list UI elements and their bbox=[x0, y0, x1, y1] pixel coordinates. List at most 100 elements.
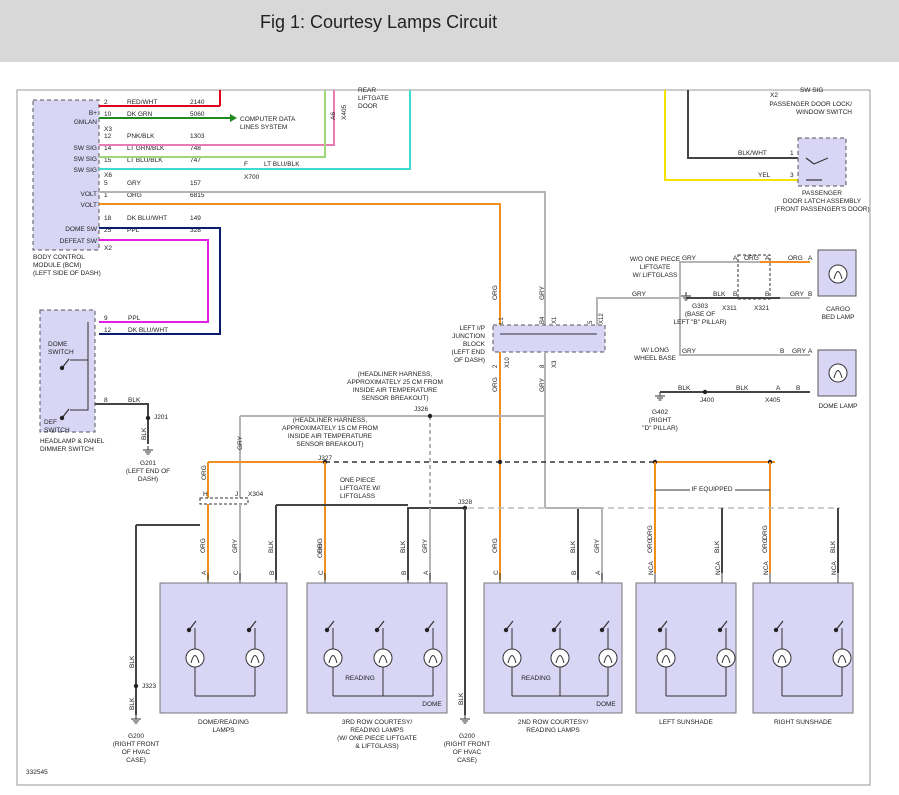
wire-lt-grn-blk bbox=[99, 90, 326, 158]
bcm-circuit-number: 748 bbox=[190, 145, 201, 152]
lamp-bulb-filament bbox=[250, 655, 260, 664]
connector-x405: X405 bbox=[341, 104, 348, 120]
jb-pin: 5 bbox=[588, 320, 594, 324]
lamp-wire-label: BLK bbox=[400, 540, 407, 553]
lamp-module bbox=[306, 582, 448, 714]
pin-b: B bbox=[780, 348, 784, 355]
lamp-bulb bbox=[832, 648, 852, 668]
bcm-label: MODULE (BCM) bbox=[33, 262, 81, 269]
g200-right-label: (RIGHT FRONT bbox=[444, 741, 490, 748]
j327-splice bbox=[497, 459, 503, 465]
pin-a: A bbox=[808, 348, 813, 355]
pin-j: J bbox=[235, 491, 238, 498]
org-label: ORG bbox=[788, 255, 803, 262]
bcm-label: BODY CONTROL bbox=[33, 254, 85, 261]
reading-label: READING bbox=[345, 675, 375, 682]
bcm-circuit-number: 6815 bbox=[190, 192, 205, 199]
lamp-bulb bbox=[323, 648, 343, 668]
wire-dk-blu-wht bbox=[99, 227, 221, 335]
wire-gry-157 bbox=[99, 191, 546, 325]
lamp-wire-label: BLK bbox=[714, 540, 721, 553]
connector-x3: X3 bbox=[104, 126, 112, 133]
dome-switch-label: SWITCH bbox=[48, 349, 74, 356]
lamp-module-title: & LIFTGLASS) bbox=[355, 743, 398, 750]
bcm-wire-color-label: DK BLU/WHT bbox=[127, 215, 167, 222]
jb-wire-gry: GRY bbox=[539, 377, 546, 392]
blk-label: BLK bbox=[458, 692, 465, 705]
connector-x6: X6 bbox=[104, 172, 112, 179]
lamp-bulb-filament bbox=[555, 655, 565, 664]
j327-label: J327 bbox=[318, 455, 332, 462]
lamp-module-title: 2ND ROW COURTESY/ bbox=[518, 719, 588, 726]
yel-label: YEL bbox=[758, 172, 771, 179]
dome-switch-contact bbox=[59, 365, 65, 371]
pin-b: B bbox=[765, 291, 769, 298]
harness-note-25: (HEADLINER HARNESS, bbox=[358, 371, 433, 378]
lamp-pin-label: A bbox=[595, 570, 602, 575]
bcm-label: (LEFT SIDE OF DASH) bbox=[33, 270, 101, 277]
lamp-wire-label: GRY bbox=[232, 538, 239, 553]
lamp-bulb-filament bbox=[721, 655, 731, 664]
dome-lamp-bulb bbox=[828, 363, 848, 383]
org-label: ORG bbox=[744, 255, 759, 262]
bcm-pin-name: VOLT bbox=[81, 202, 98, 209]
wire-ppl bbox=[99, 239, 209, 323]
gry-label: GRY bbox=[682, 348, 697, 355]
g303-label: (BASE OF bbox=[685, 311, 715, 318]
blk-label: BLK bbox=[713, 291, 726, 298]
hls-label: DIMMER SWITCH bbox=[40, 446, 94, 453]
gry-label: GRY bbox=[237, 435, 244, 450]
lamp-module-title: READING LAMPS bbox=[350, 727, 404, 734]
lamp-bulb-filament bbox=[603, 655, 613, 664]
harness-note-15: SENSOR BREAKOUT) bbox=[296, 441, 363, 448]
lamp-pin-label: B bbox=[401, 571, 408, 575]
latch-switch bbox=[805, 157, 815, 165]
hls-wire: DK BLU/WHT bbox=[128, 327, 168, 334]
j400-label: J400 bbox=[700, 397, 714, 404]
def-switch-contact bbox=[59, 415, 65, 421]
lamp-switch bbox=[324, 627, 330, 633]
g200-right-label: G200 bbox=[459, 733, 475, 740]
wire-gry-cargo bbox=[596, 297, 680, 325]
one-piece-label: ONE PIECE bbox=[340, 477, 376, 484]
harness-note-25: APPROXIMATELY 25 CM FROM bbox=[347, 379, 443, 386]
lamp-bulb bbox=[598, 648, 618, 668]
lamp-bulb bbox=[716, 648, 736, 668]
x321-label: X321 bbox=[754, 305, 770, 312]
hls-wire: BLK bbox=[128, 397, 141, 404]
lamp-wire-label: BLK bbox=[268, 540, 275, 553]
pin-a: A bbox=[808, 255, 813, 262]
figure-header: Fig 1: Courtesy Lamps Circuit bbox=[0, 0, 899, 62]
bcm-pin-name: DEFEAT SW bbox=[60, 238, 98, 245]
wire-org-6815 bbox=[99, 203, 501, 325]
bcm-pin-name: SW SIG bbox=[74, 167, 97, 174]
dome-lamp-label: DOME LAMP bbox=[818, 403, 857, 410]
lamp-wire-label: ORG bbox=[647, 538, 654, 553]
hls-pin: 12 bbox=[104, 327, 112, 334]
lamp-bulb bbox=[656, 648, 676, 668]
blk-label: BLK bbox=[678, 385, 691, 392]
g201-label: DASH) bbox=[138, 476, 158, 483]
j323-label: J323 bbox=[142, 683, 156, 690]
lamp-switch bbox=[503, 627, 509, 633]
connector-x2-passenger: X2 bbox=[770, 92, 778, 99]
bcm-wire-color-label: RED/WHT bbox=[127, 99, 157, 106]
blk-label: BLK bbox=[736, 385, 749, 392]
lamp-wire-label: ORG bbox=[492, 538, 499, 553]
cargo-lamp-label: BED LAMP bbox=[822, 314, 855, 321]
switch-line bbox=[70, 322, 89, 411]
g200-left-label: CASE) bbox=[126, 757, 146, 764]
latch-label: DOOR LATCH ASSEMBLY bbox=[783, 198, 862, 205]
cargo-lamp-label: CARGO bbox=[826, 306, 850, 313]
bcm-circuit-number: 328 bbox=[190, 227, 201, 234]
bcm-circuit-number: 747 bbox=[190, 157, 201, 164]
gry-label: GRY bbox=[792, 348, 807, 355]
g402-label: (RIGHT bbox=[649, 417, 671, 424]
latch-label: PASSENGER bbox=[802, 190, 842, 197]
lamp-bulb bbox=[502, 648, 522, 668]
bcm-pin-name: GMLAN bbox=[74, 119, 97, 126]
g402-label: G402 bbox=[652, 409, 668, 416]
pin-a: A bbox=[776, 385, 781, 392]
bcm-pin-number: 25 bbox=[104, 227, 112, 234]
pin-1-label: 1 bbox=[790, 150, 794, 157]
